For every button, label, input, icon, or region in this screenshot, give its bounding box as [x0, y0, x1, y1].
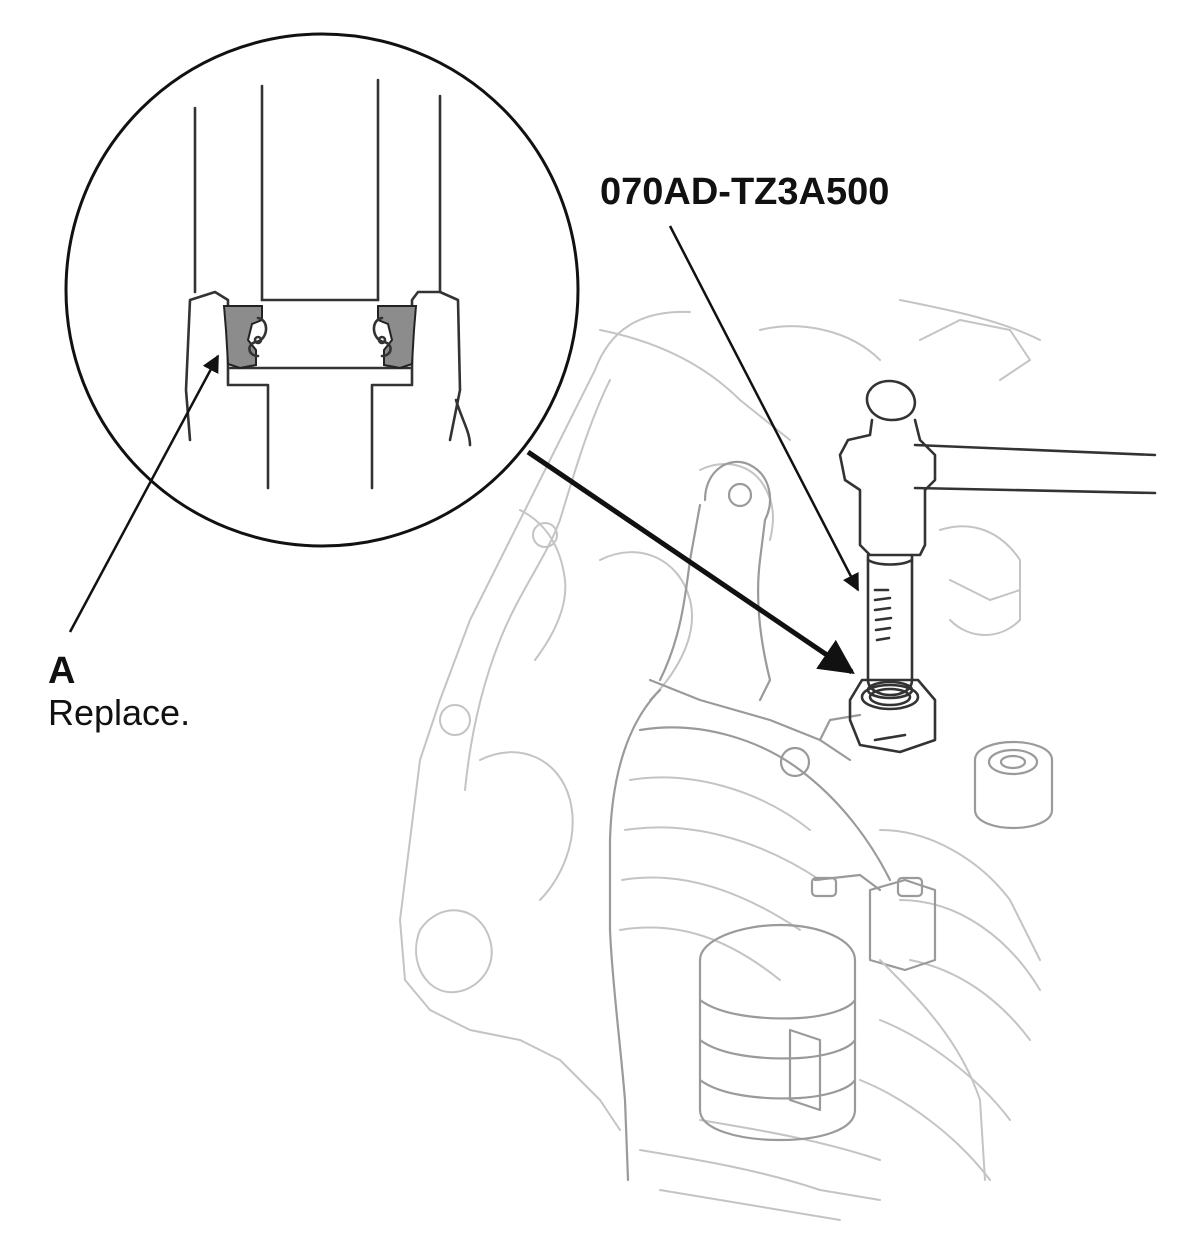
detail-view: [64, 32, 580, 548]
seal-bore-boss: [848, 678, 937, 754]
lower-housing: [608, 688, 1041, 1221]
callout-a-leader-line: [68, 354, 220, 633]
tool-leader-line: [668, 225, 860, 592]
zoom-arrow: [526, 449, 855, 675]
mounting-bracket: [648, 460, 852, 762]
seal-a: [222, 305, 418, 370]
transmission-housing: [399, 299, 1041, 1131]
cylindrical-component: [698, 873, 986, 1181]
detail-housing: [184, 290, 472, 490]
callout-a-note: Replace.: [48, 692, 190, 733]
callout-a-letter: A: [48, 650, 75, 692]
small-cylinder: [973, 740, 1054, 830]
tool-number-label: 070AD-TZ3A500: [600, 171, 889, 213]
driver-tool: [866, 553, 914, 700]
detail-shaft: [193, 78, 442, 302]
hammer-icon: [838, 379, 1157, 557]
